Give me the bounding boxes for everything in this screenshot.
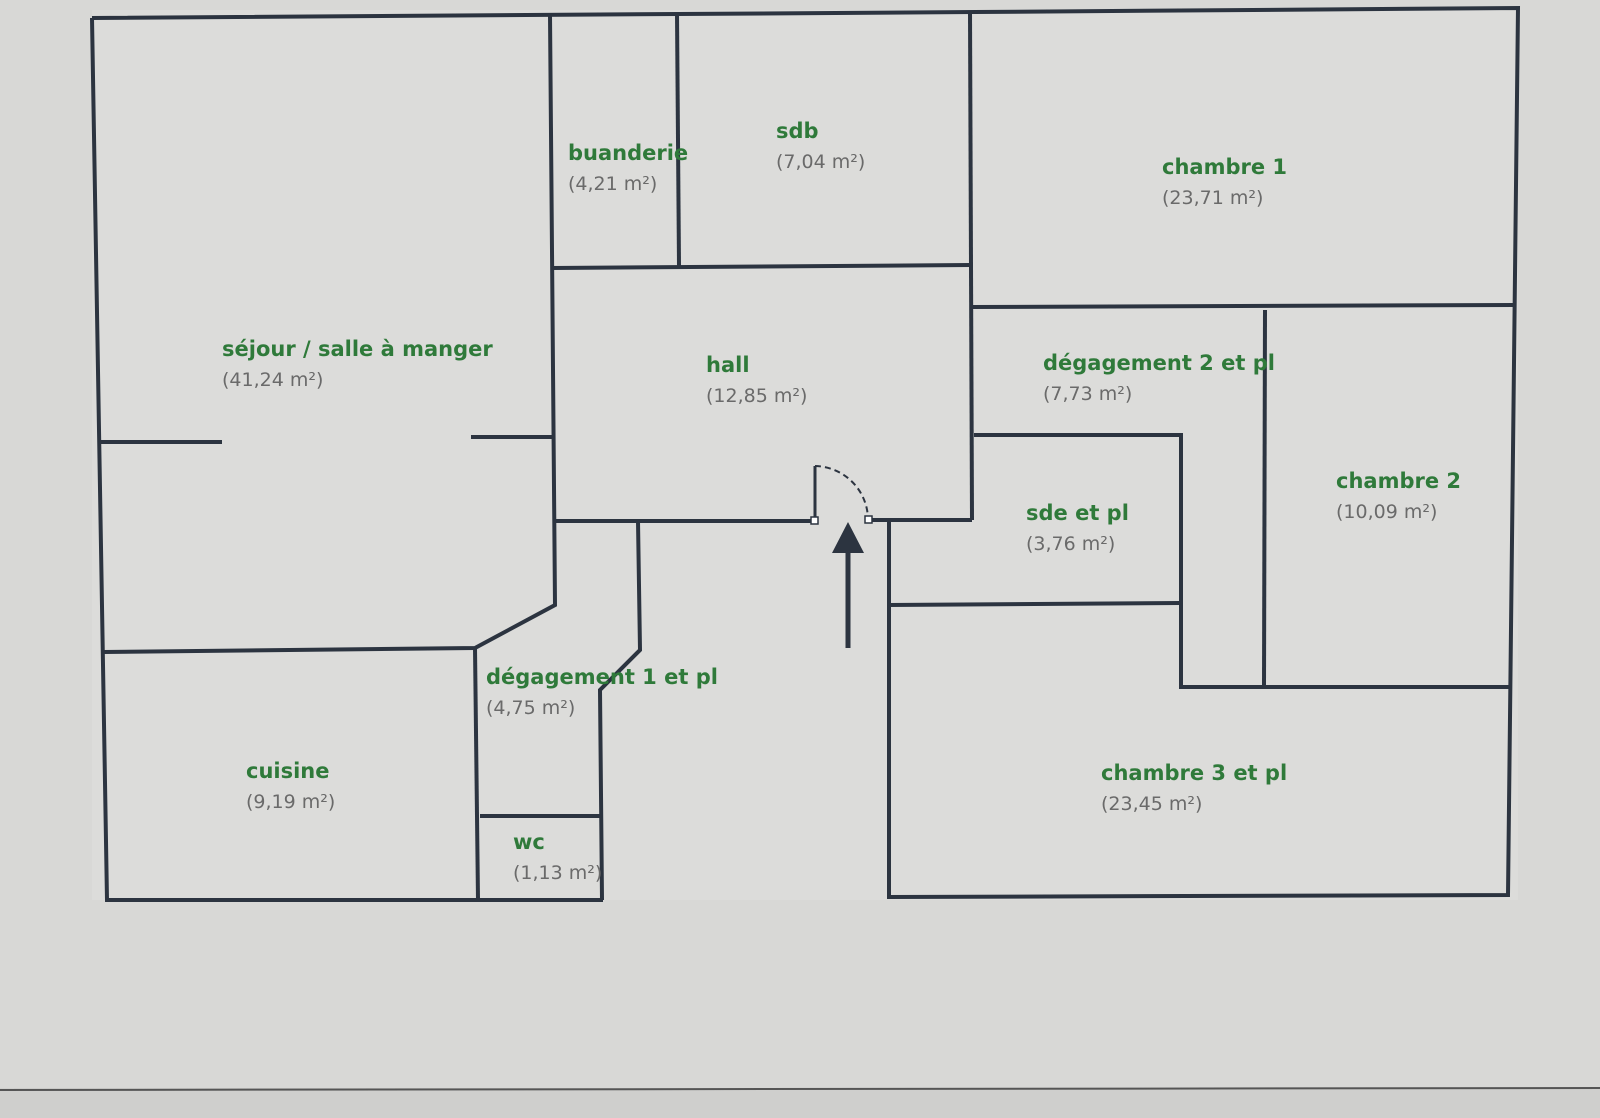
bezel-edge (0, 1087, 1600, 1091)
room-area: (12,85 m²) (706, 385, 807, 407)
room-area: (9,19 m²) (246, 791, 335, 813)
room-name: chambre 2 (1336, 469, 1461, 493)
room-name: chambre 3 et pl (1101, 761, 1287, 785)
room-area: (7,04 m²) (776, 151, 865, 173)
room-area: (4,75 m²) (486, 697, 575, 719)
entrance-arrow-icon (832, 522, 864, 648)
room-area: (41,24 m²) (222, 369, 323, 391)
room-name: hall (706, 353, 750, 377)
room-name: séjour / salle à manger (222, 337, 493, 361)
room-name: buanderie (568, 141, 688, 165)
room-name: sdb (776, 119, 819, 143)
room-area: (10,09 m²) (1336, 501, 1437, 523)
room-name: dégagement 2 et pl (1043, 351, 1275, 375)
room-name: sde et pl (1026, 501, 1129, 525)
room-area: (4,21 m²) (568, 173, 657, 195)
room-area: (23,45 m²) (1101, 793, 1202, 815)
plan-area (92, 10, 1518, 900)
room-area: (1,13 m²) (513, 862, 602, 884)
room-labels: séjour / salle à manger (41,24 m²) buand… (222, 119, 1461, 884)
room-name: chambre 1 (1162, 155, 1287, 179)
room-name: cuisine (246, 759, 330, 783)
walls (90, 5, 1521, 902)
room-name: wc (513, 830, 545, 854)
room-area: (3,76 m²) (1026, 533, 1115, 555)
room-area: (23,71 m²) (1162, 187, 1263, 209)
monitor-bezel (0, 1088, 1600, 1118)
room-name: dégagement 1 et pl (486, 665, 718, 689)
entrance-door (810, 465, 873, 525)
room-area: (7,73 m²) (1043, 383, 1132, 405)
